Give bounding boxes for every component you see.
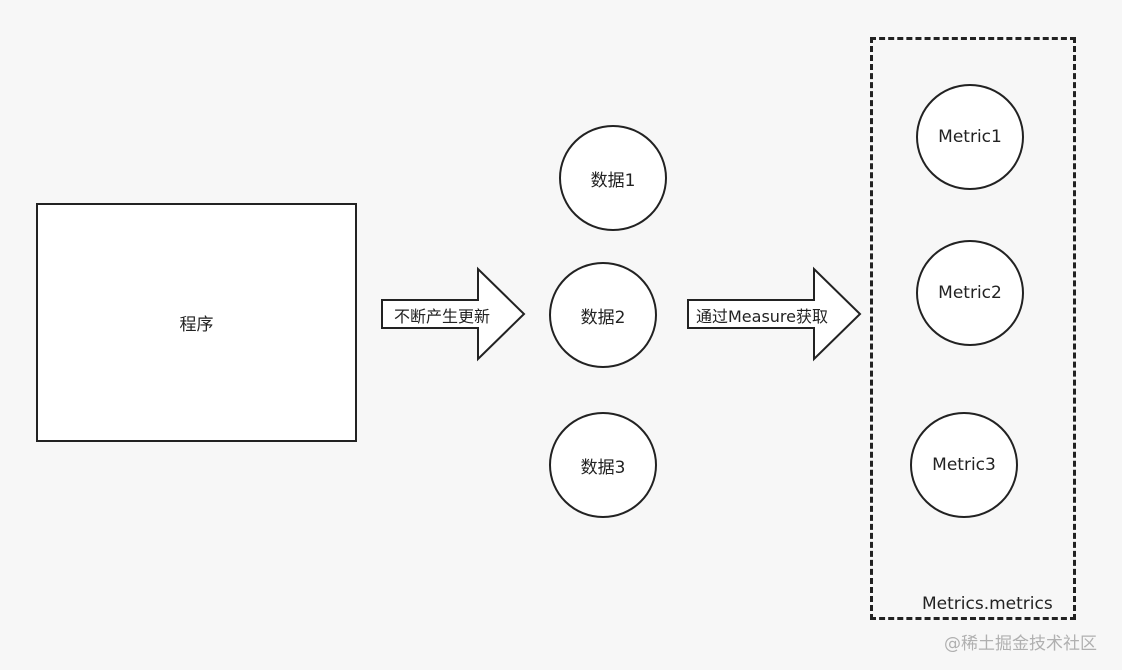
metrics-container (870, 37, 1076, 620)
data-node-2: 数据2 (549, 262, 657, 368)
metric-node-label: Metric2 (938, 283, 1002, 303)
metric-node-3: Metric3 (910, 412, 1018, 518)
metric-node-label: Metric1 (938, 127, 1002, 147)
watermark: @稀土掘金技术社区 (944, 634, 1097, 654)
update-arrow (381, 266, 526, 362)
data-node-1: 数据1 (559, 125, 667, 231)
metric-node-label: Metric3 (932, 455, 996, 475)
update-arrow-label: 不断产生更新 (394, 307, 491, 326)
data-node-label: 数据3 (580, 457, 626, 478)
metric-node-2: Metric2 (916, 240, 1024, 346)
data-node-label: 数据1 (590, 170, 636, 191)
program-label: 程序 (179, 315, 214, 335)
data-node-label: 数据2 (580, 307, 626, 328)
data-node-3: 数据3 (549, 412, 657, 518)
metric-node-1: Metric1 (916, 84, 1024, 190)
measure-arrow (687, 266, 862, 362)
program-box: 程序 (36, 203, 357, 442)
metrics-container-label: Metrics.metrics (922, 594, 1053, 614)
measure-arrow-label: 通过Measure获取 (696, 307, 829, 326)
